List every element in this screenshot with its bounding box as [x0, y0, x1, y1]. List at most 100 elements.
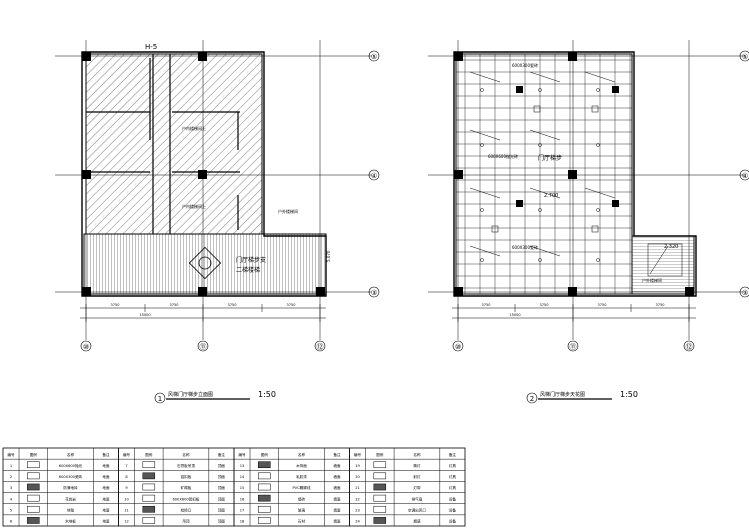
- legend-symbol-icon: [142, 483, 156, 491]
- grid-bubble-label: ③: [371, 289, 377, 297]
- legend-header: 编号: [123, 452, 131, 457]
- plan2-dim-total: 15000: [509, 313, 520, 317]
- plan2-dimensions: [452, 304, 696, 322]
- legend-header: 名称: [182, 452, 190, 457]
- legend-cell: 墙面: [333, 519, 341, 524]
- plan2-title-number: 2: [530, 395, 534, 403]
- legend-cell: 1: [10, 464, 12, 468]
- legend-symbol-icon: [27, 461, 40, 469]
- plan2-elevation-mid: 2.700: [544, 193, 558, 199]
- legend-symbol-icon: [27, 483, 40, 491]
- legend-cell: 地毯: [67, 508, 75, 513]
- legend-header: 备注: [333, 452, 341, 457]
- legend-cell: 顶面: [218, 496, 226, 501]
- legend-cell: 7: [125, 464, 127, 468]
- legend-cell: 顶面: [218, 474, 226, 479]
- legend-header: 备注: [218, 452, 226, 457]
- structural-columns: [82, 52, 325, 296]
- plan1-title: 风梯门厅梯步立面图: [168, 391, 213, 398]
- legend-cell: 地面: [102, 463, 110, 468]
- plan1-dim-total: 15000: [139, 313, 150, 317]
- legend-symbol-icon: [258, 517, 271, 524]
- plan2-dim-label: 3750: [598, 303, 607, 307]
- legend-symbol-icon: [142, 472, 156, 480]
- legend-cell: 地面: [102, 496, 110, 501]
- plan2-room-label-1: 600X300瓷砖: [512, 62, 538, 68]
- grid-bubble-label: ⑩: [83, 343, 89, 351]
- ceiling-plan-2: 600X300瓷砖 600X600抛光砖 门厅梯步 600X300瓷砖 户外楼梯…: [428, 40, 749, 404]
- legend-header: 编号: [7, 452, 15, 457]
- legend-cell: 21: [355, 486, 360, 490]
- legend-cell: 灯具: [449, 463, 457, 468]
- plan2-dim-label: 3750: [656, 303, 665, 307]
- legend-header: 图例: [145, 452, 153, 457]
- plan1-dim-label: 3750: [111, 303, 120, 307]
- legend-header: 备注: [102, 452, 110, 457]
- legend-cell: 木饰面: [296, 463, 307, 468]
- plan2-grid-bubbles-bottom: ⑩ ⑪ ⑫: [452, 340, 695, 352]
- plan2-dim-label: 3750: [482, 303, 491, 307]
- legend-cell: 木地板: [65, 519, 76, 524]
- legend-cell: 9: [125, 486, 128, 490]
- legend-cell: 15: [240, 486, 245, 490]
- legend-symbol-icon: [373, 494, 387, 502]
- legend-header: 名称: [413, 452, 421, 457]
- legend-cell: 顶面: [218, 485, 226, 490]
- legend-cell: 18: [240, 520, 245, 524]
- floor-plan-1: H-5 户内楼梯间上 户内楼梯间上 户外楼梯间 门厅梯步支 二梯楼梯 5.070…: [55, 40, 380, 404]
- legend-cell: 14: [240, 475, 245, 479]
- legend-cell: 6: [10, 520, 13, 524]
- legend-cell: 铝扣板: [181, 474, 192, 479]
- grid-bubble-label: ⑤: [742, 53, 748, 61]
- grid-bubble-label: ③: [742, 289, 748, 297]
- grid-bubble-label: ④: [371, 172, 377, 180]
- legend-cell: 设备: [449, 496, 457, 501]
- plan2-elevation-right: 2.320: [664, 244, 678, 250]
- legend-cell: 600X600抛光: [59, 463, 83, 468]
- legend-symbol-icon: [142, 461, 156, 469]
- legend-header: 图例: [261, 452, 269, 457]
- legend-symbol-icon: [373, 483, 387, 491]
- plan1-dimensions: [80, 304, 326, 322]
- legend-cell: 地面: [102, 485, 110, 490]
- legend-cell: 地面: [102, 474, 110, 479]
- legend-cell: PVC踢脚线: [293, 485, 311, 490]
- ceiling-fixtures: [469, 71, 683, 277]
- legend-cell: 玻璃: [298, 508, 306, 513]
- legend-symbol-icon: [373, 461, 387, 469]
- legend-cell: 空调出风口: [408, 508, 426, 513]
- legend-cell: 22: [355, 497, 360, 501]
- legend-cell: 墙面: [333, 496, 341, 501]
- legend-cell: 地面: [102, 519, 110, 524]
- legend-cell: 花岗岩: [65, 496, 76, 501]
- legend-cell: 吊顶: [182, 519, 190, 524]
- legend-cell: 设备: [449, 519, 457, 524]
- legend-cell: 3: [10, 486, 12, 490]
- legend-cell: 灯带: [413, 485, 421, 490]
- legend-header: 图例: [376, 452, 384, 457]
- plan1-scale: 1:50: [258, 390, 276, 399]
- legend-symbol-icon: [27, 472, 40, 480]
- legend-cell: 顶面: [218, 519, 226, 524]
- plan2-title-block: 2 风梯门厅梯步天花图 1:50: [526, 390, 638, 404]
- plan2-scale: 1:50: [620, 390, 638, 399]
- legend-symbol-icon: [27, 517, 40, 524]
- ceiling-stripe-area: [631, 235, 695, 295]
- grid-bubble-label: ④: [742, 172, 748, 180]
- hatched-room-area: [85, 53, 263, 235]
- grid-bubble-label: ⑩: [455, 343, 461, 351]
- grid-bubble-label: ⑤: [371, 53, 377, 61]
- legend-cell: 设备: [449, 508, 457, 513]
- plan2-room-label-3: 门厅梯步: [538, 154, 562, 162]
- legend-cell: 石膏板吊顶: [177, 463, 195, 468]
- legend-header: 名称: [67, 452, 75, 457]
- legend-cell: 灯具: [449, 474, 457, 479]
- legend-cell: 5: [10, 509, 12, 513]
- legend-cell: 墙砖: [298, 496, 306, 501]
- legend-cell: 墙面: [333, 474, 341, 479]
- grid-bubble-label: ⑫: [317, 343, 324, 351]
- legend-cell: 10: [124, 497, 129, 501]
- plan2-dim-label: 3750: [540, 303, 549, 307]
- legend-cell: 筒灯: [413, 463, 421, 468]
- legend-cell: 顶面: [218, 508, 226, 513]
